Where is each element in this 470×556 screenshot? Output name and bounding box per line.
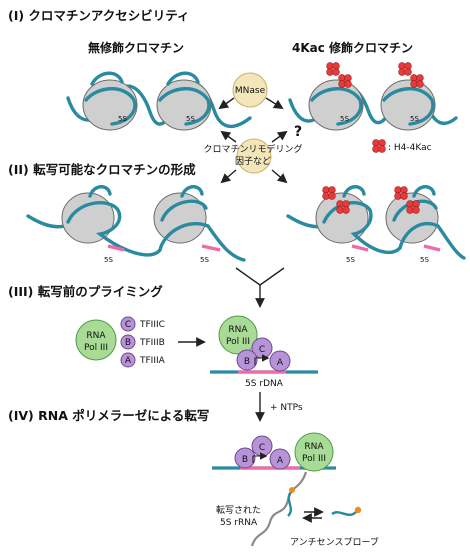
- gene-label: 5S: [118, 115, 127, 123]
- section-3-title: (III) 転写前のプライミング: [8, 284, 163, 299]
- factor-legend: RNA Pol III C TFIIIC B TFIIIB A TFIIIA: [75, 316, 166, 368]
- tf-letter-c: C: [259, 443, 265, 453]
- remodeler-label-2: 因子など: [235, 156, 271, 167]
- unmodified-chromatin-open: 5S 5S: [26, 185, 246, 264]
- gene-label: 5S: [346, 256, 355, 264]
- section-4-title: (IV) RNA ポリメラーゼによる転写: [8, 408, 209, 423]
- preinitiation-complex: RNA Pol III C B A 5S rDNA: [210, 315, 318, 389]
- question-mark: ?: [294, 124, 302, 140]
- tf-letter-a: A: [277, 358, 284, 368]
- gene-label: 5S: [186, 115, 195, 123]
- modified-chromatin-closed: 5S 5S: [288, 62, 458, 131]
- modified-chromatin-open: 5S 5S: [286, 185, 466, 264]
- gene-label: 5S: [200, 256, 209, 264]
- pol-label-1: RNA: [304, 442, 324, 452]
- mnase-node: MNase: [218, 72, 284, 110]
- rdna-label: 5S rDNA: [245, 379, 284, 389]
- gene-label: 5S: [104, 256, 113, 264]
- gene-label: 5S: [410, 115, 419, 123]
- pol-label-1: RNA: [228, 325, 248, 335]
- merge-arrow: [235, 267, 285, 308]
- binding-arrows: [302, 507, 324, 523]
- tf-letter-b: B: [242, 455, 248, 465]
- pol-label-1: RNA: [86, 331, 106, 341]
- legend-label: : H4-4Kac: [388, 143, 432, 153]
- tf-letter-b: B: [244, 357, 250, 367]
- modified-chromatin-header: 4Kac 修飾クロマチン: [292, 40, 413, 55]
- tf-letter-c: C: [125, 320, 131, 330]
- ntps-label: + NTPs: [270, 403, 303, 413]
- transcript-label-2: 5S rRNA: [220, 518, 258, 528]
- tf-letter-a: A: [125, 356, 132, 366]
- probe-label: アンチセンスプローブ: [290, 536, 379, 548]
- tfiiic-label: TFIIIC: [139, 320, 165, 330]
- tf-letter-b: B: [125, 338, 131, 348]
- mnase-label: MNase: [235, 86, 266, 96]
- transcribing-complex: C B A RNA Pol III: [212, 432, 336, 472]
- tf-letter-c: C: [259, 345, 265, 355]
- pol-label-2: Pol III: [84, 343, 108, 353]
- pol-label-2: Pol III: [302, 454, 326, 464]
- tf-letter-a: A: [277, 456, 284, 466]
- antisense-probe: アンチセンスプローブ: [290, 506, 379, 548]
- remodeler-node: クロマチンリモデリング 因子など ?: [203, 124, 303, 184]
- tfiiib-label: TFIIIB: [139, 338, 165, 348]
- transcribed-rrna: 転写された 5S rRNA: [216, 471, 308, 547]
- section-2-title: (II) 転写可能なクロマチンの形成: [8, 162, 196, 177]
- unmodified-chromatin-closed: 5S 5S: [66, 71, 252, 131]
- remodeler-label-1: クロマチンリモデリング: [203, 143, 302, 155]
- gene-label: 5S: [340, 115, 349, 123]
- acetylation-legend: : H4-4Kac: [372, 139, 432, 153]
- gene-label: 5S: [420, 256, 429, 264]
- tfiiia-label: TFIIIA: [139, 356, 166, 366]
- pol-label-2: Pol III: [226, 337, 250, 347]
- transcript-label-1: 転写された: [216, 505, 261, 516]
- section-1-title: (I) クロマチンアクセシビリティ: [8, 8, 190, 23]
- unmodified-chromatin-header: 無修飾クロマチン: [88, 40, 184, 55]
